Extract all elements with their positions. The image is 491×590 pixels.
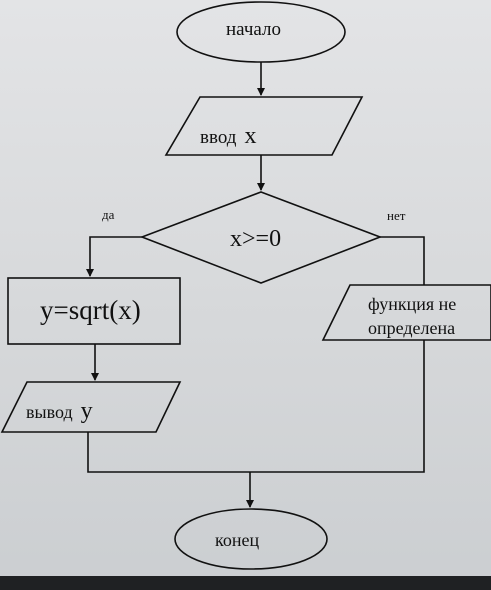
connector-merge-left xyxy=(87,432,250,473)
calc-process-box xyxy=(7,277,181,345)
end-terminator xyxy=(174,508,328,570)
start-label: начало xyxy=(226,19,281,40)
bottom-edge-bar xyxy=(0,576,491,590)
output-keyword: вывод xyxy=(26,402,73,422)
end-label: конец xyxy=(215,530,260,550)
input-parallelogram xyxy=(164,96,364,156)
message-parallelogram xyxy=(321,284,491,341)
connector-merge-right xyxy=(250,340,425,473)
decision-diamond xyxy=(139,191,383,284)
yes-branch-label: да xyxy=(102,207,115,222)
output-parallelogram xyxy=(0,381,182,433)
input-keyword: ввод xyxy=(200,127,237,148)
undefined-message: функция не определена xyxy=(368,292,456,340)
condition-label: x>=0 xyxy=(230,226,282,252)
input-variable: x xyxy=(244,123,257,149)
connector-yes-branch xyxy=(86,236,142,277)
no-branch-label: нет xyxy=(387,208,406,223)
undefined-message-line1: функция не xyxy=(368,294,457,314)
undefined-message-line2: определена xyxy=(368,318,456,338)
output-variable: y xyxy=(80,398,93,424)
calc-label: y=sqrt(x) xyxy=(40,295,141,325)
connector-no-branch xyxy=(380,236,425,285)
